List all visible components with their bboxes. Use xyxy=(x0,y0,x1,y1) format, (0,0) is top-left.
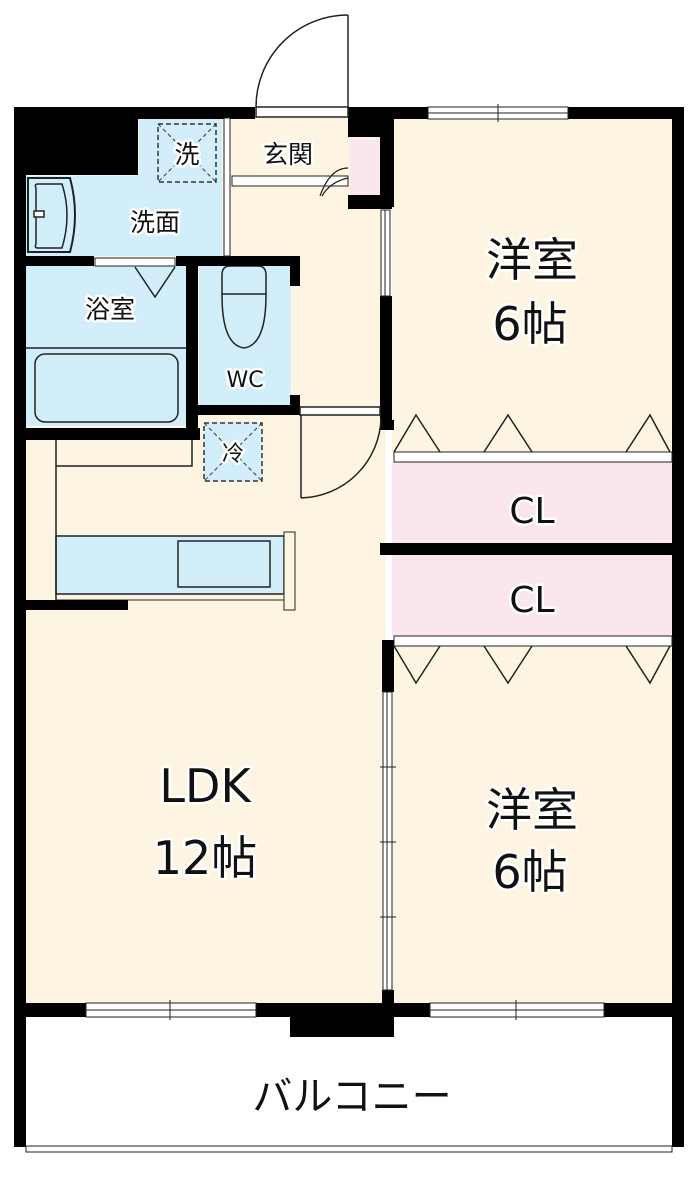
toilet-icon xyxy=(221,265,267,349)
western-room-1-name: 洋室 xyxy=(486,233,578,287)
bathtub-icon xyxy=(34,353,179,423)
western-room-2-name: 洋室 xyxy=(486,783,578,837)
closet-1-label: CL xyxy=(509,491,554,532)
sink-icon xyxy=(177,540,271,588)
fridge-label: 冷 xyxy=(222,442,244,467)
counter-edge xyxy=(283,531,296,611)
ldk-door-icon xyxy=(299,406,382,499)
bath-door xyxy=(94,257,176,267)
toilet-label: WC xyxy=(226,368,263,393)
entrance-closet-floor xyxy=(350,140,382,200)
ldk-name: LDK xyxy=(159,759,252,813)
washing-machine-space xyxy=(157,123,217,183)
entrance-inner-door-icon xyxy=(319,167,349,197)
washbasin-icon xyxy=(27,177,76,253)
fridge-space xyxy=(203,422,263,482)
washing-machine-label: 洗 xyxy=(174,140,199,169)
western-room-1-floor xyxy=(392,118,674,456)
kitchen-wall-line xyxy=(55,440,193,467)
windows xyxy=(85,104,605,1020)
sliding-doors xyxy=(223,117,673,991)
balcony-label: バルコニー xyxy=(252,1074,451,1120)
closet-2-label: CL xyxy=(509,580,554,621)
washbasin-bowl xyxy=(34,183,68,249)
closet-2-floor xyxy=(392,554,674,636)
bath-door-icon xyxy=(134,266,176,299)
western-room-1-size: 6帖 xyxy=(492,297,567,351)
western-room-2-floor xyxy=(392,640,674,1013)
western-room-2-size: 6帖 xyxy=(492,845,567,899)
ldk-size: 12帖 xyxy=(153,831,258,885)
washroom-label: 洗面 xyxy=(130,208,180,237)
bathroom-label: 浴室 xyxy=(85,295,135,324)
closet-door-icons xyxy=(393,413,671,685)
entrance-door-icon xyxy=(255,14,349,118)
walls xyxy=(14,107,684,1147)
balcony-railing xyxy=(25,1145,673,1153)
washbasin-tap xyxy=(33,210,45,218)
entrance-label: 玄関 xyxy=(263,140,313,169)
closet-1-floor xyxy=(392,462,674,544)
